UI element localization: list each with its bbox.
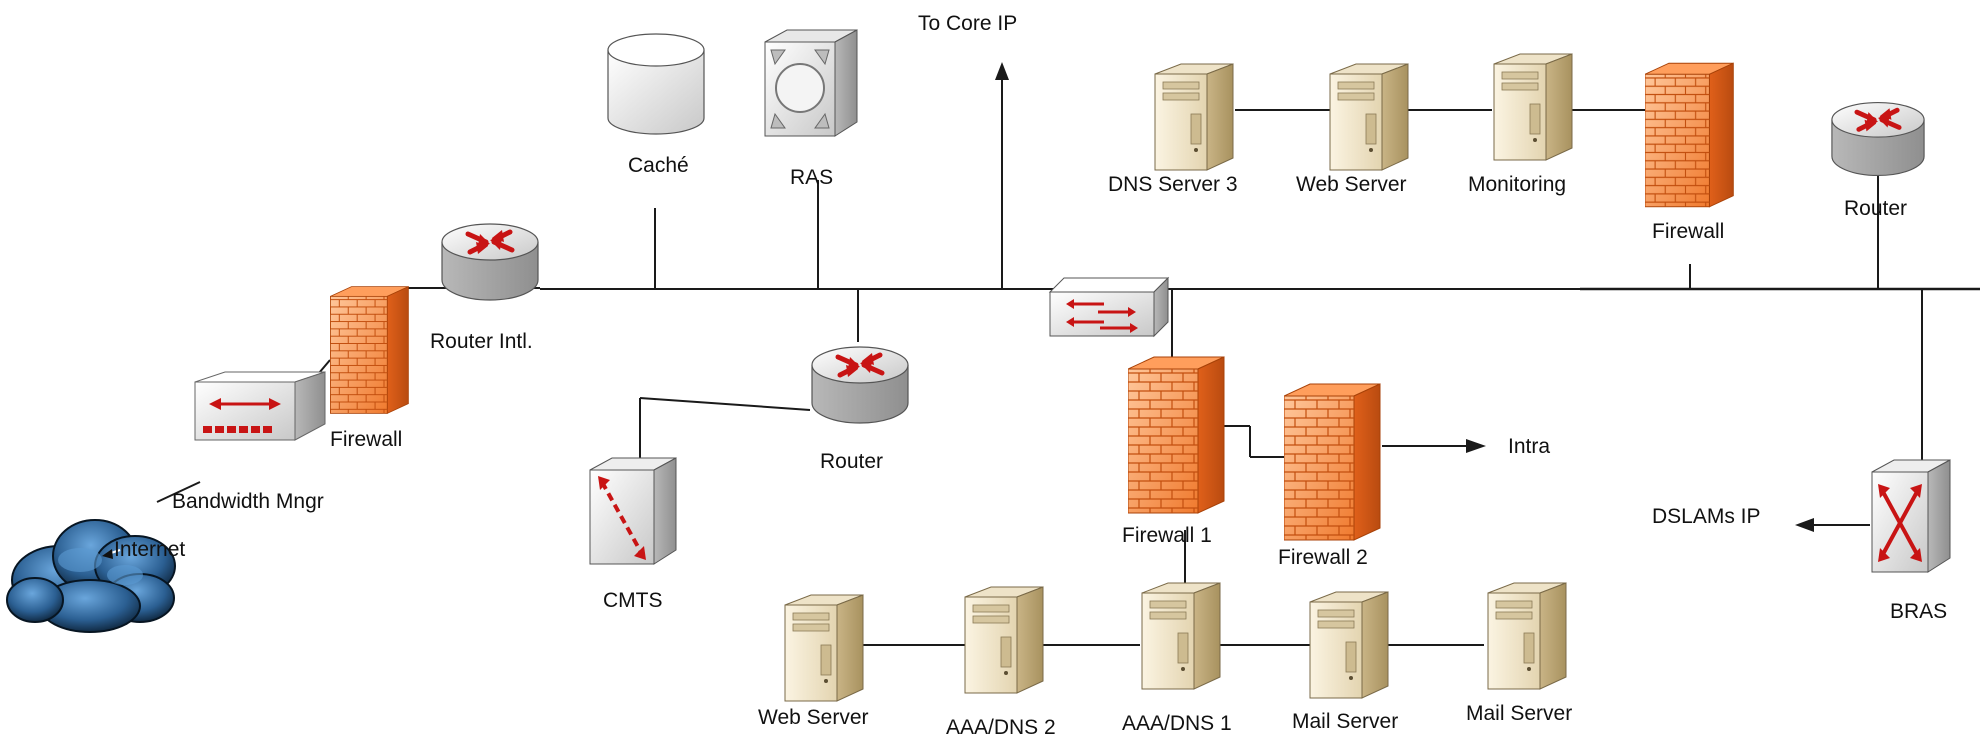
router-mid-icon bbox=[812, 347, 908, 423]
firewall-left-icon bbox=[330, 286, 409, 414]
label-firewall-2: Firewall 2 bbox=[1278, 546, 1368, 569]
label-dslams-ip: DSLAMs IP bbox=[1652, 505, 1761, 528]
bras-icon bbox=[1871, 459, 1951, 573]
label-web-server-top: Web Server bbox=[1296, 173, 1407, 196]
router-intl-icon bbox=[442, 224, 538, 300]
web-server-bottom-icon bbox=[784, 594, 864, 702]
label-dns-server-3: DNS Server 3 bbox=[1108, 173, 1238, 196]
label-to-core-ip: To Core IP bbox=[918, 12, 1017, 35]
dns-server-3-icon bbox=[1154, 63, 1234, 171]
cache-disk-icon bbox=[607, 33, 705, 135]
label-router-right: Router bbox=[1844, 197, 1907, 220]
label-router-mid: Router bbox=[820, 450, 883, 473]
up-arrow-icon bbox=[995, 62, 1009, 80]
monitoring-server-icon bbox=[1493, 53, 1573, 161]
internet-cloud-icon bbox=[6, 519, 176, 633]
label-bandwidth-mngr: Bandwidth Mngr bbox=[172, 490, 324, 513]
firewall-1-icon bbox=[1128, 356, 1225, 514]
label-cache: Caché bbox=[628, 154, 689, 177]
cmts-icon bbox=[589, 457, 677, 565]
ras-icon bbox=[764, 29, 858, 137]
arrowheads bbox=[995, 62, 1814, 532]
label-aaa-dns-2: AAA/DNS 2 bbox=[946, 716, 1056, 739]
left-arrow-icon bbox=[1795, 518, 1814, 532]
switch-icon bbox=[1048, 276, 1170, 338]
label-ras: RAS bbox=[790, 166, 833, 189]
mail-server-1-icon bbox=[1309, 591, 1389, 699]
label-intra: Intra bbox=[1508, 435, 1550, 458]
bandwidth-manager-icon bbox=[194, 371, 326, 441]
label-internet: Internet bbox=[114, 538, 185, 561]
label-mail-server-1: Mail Server bbox=[1292, 710, 1398, 733]
label-mail-server-2: Mail Server bbox=[1466, 702, 1572, 725]
aaa-dns-1-icon bbox=[1141, 582, 1221, 690]
label-monitoring: Monitoring bbox=[1468, 173, 1566, 196]
label-firewall-left: Firewall bbox=[330, 428, 402, 451]
label-cmts: CMTS bbox=[603, 589, 663, 612]
label-firewall-1: Firewall 1 bbox=[1122, 524, 1212, 547]
router-right-icon bbox=[1832, 103, 1924, 176]
firewall-2-icon bbox=[1284, 383, 1381, 541]
label-aaa-dns-1: AAA/DNS 1 bbox=[1122, 712, 1232, 735]
right-arrow-icon bbox=[1466, 439, 1486, 453]
label-bras: BRAS bbox=[1890, 600, 1947, 623]
firewall-top-icon bbox=[1645, 62, 1734, 208]
label-firewall-top: Firewall bbox=[1652, 220, 1724, 243]
aaa-dns-2-icon bbox=[964, 586, 1044, 694]
label-web-server-bottom: Web Server bbox=[758, 706, 869, 729]
mail-server-2-icon bbox=[1487, 582, 1567, 690]
web-server-top-icon bbox=[1329, 63, 1409, 171]
label-router-intl: Router Intl. bbox=[430, 330, 533, 353]
